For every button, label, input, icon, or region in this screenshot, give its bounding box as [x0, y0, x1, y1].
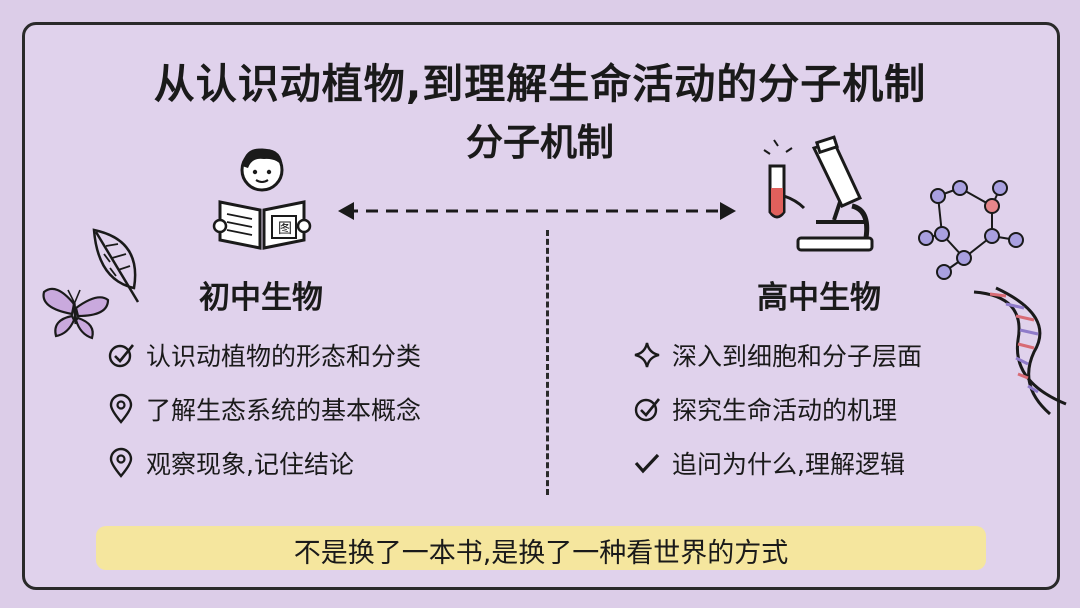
- molecule-icon: [918, 180, 1024, 280]
- page-subtitle: 分子机制: [438, 112, 642, 166]
- list-item: 深入到细胞和分子层面: [632, 328, 922, 382]
- list-item: 追问为什么,理解逻辑: [632, 436, 922, 490]
- check-circle-icon: [106, 340, 136, 370]
- sparkle-icon: [632, 340, 662, 370]
- subtitle-wrap: 分子机制: [0, 112, 1080, 166]
- list-item-text: 了解生态系统的基本概念: [146, 396, 422, 425]
- right-list: 深入到细胞和分子层面 探究生命活动的机理 追问为什么,理解逻辑: [632, 328, 922, 490]
- list-item-text: 深入到细胞和分子层面: [672, 342, 923, 371]
- check-circle-icon: [632, 394, 662, 424]
- book-label: 图: [278, 221, 292, 237]
- left-list: 认识动植物的形态和分类 了解生态系统的基本概念 观察现象,记住结论: [106, 328, 421, 490]
- footer-text: 不是换了一本书,是换了一种看世界的方式: [293, 538, 789, 569]
- double-arrow-icon: [338, 202, 736, 220]
- microscope-icon: [763, 135, 874, 252]
- location-pin-icon: [106, 447, 136, 478]
- center-divider: [546, 230, 549, 495]
- leaf-icon: [92, 228, 140, 303]
- check-icon: [632, 448, 662, 478]
- dna-helix-icon: [973, 286, 1067, 416]
- page-title: 从认识动植物,到理解生命活动的分子机制: [153, 60, 927, 108]
- list-item-text: 追问为什么,理解逻辑: [672, 450, 905, 479]
- list-item: 观察现象,记住结论: [106, 436, 421, 490]
- list-item-text: 观察现象,记住结论: [146, 450, 354, 479]
- left-heading: 初中生物: [182, 272, 340, 317]
- butterfly-icon: [42, 287, 110, 340]
- list-item: 认识动植物的形态和分类: [106, 328, 421, 382]
- right-heading: 高中生物: [740, 272, 898, 317]
- list-item: 探究生命活动的机理: [632, 382, 922, 436]
- list-item-text: 认识动植物的形态和分类: [146, 342, 422, 371]
- list-item-text: 探究生命活动的机理: [672, 396, 898, 425]
- footer-band: 不是换了一本书,是换了一种看世界的方式: [96, 522, 986, 574]
- student-reading-icon: [212, 148, 312, 250]
- list-item: 了解生态系统的基本概念: [106, 382, 421, 436]
- location-pin-icon: [106, 393, 136, 424]
